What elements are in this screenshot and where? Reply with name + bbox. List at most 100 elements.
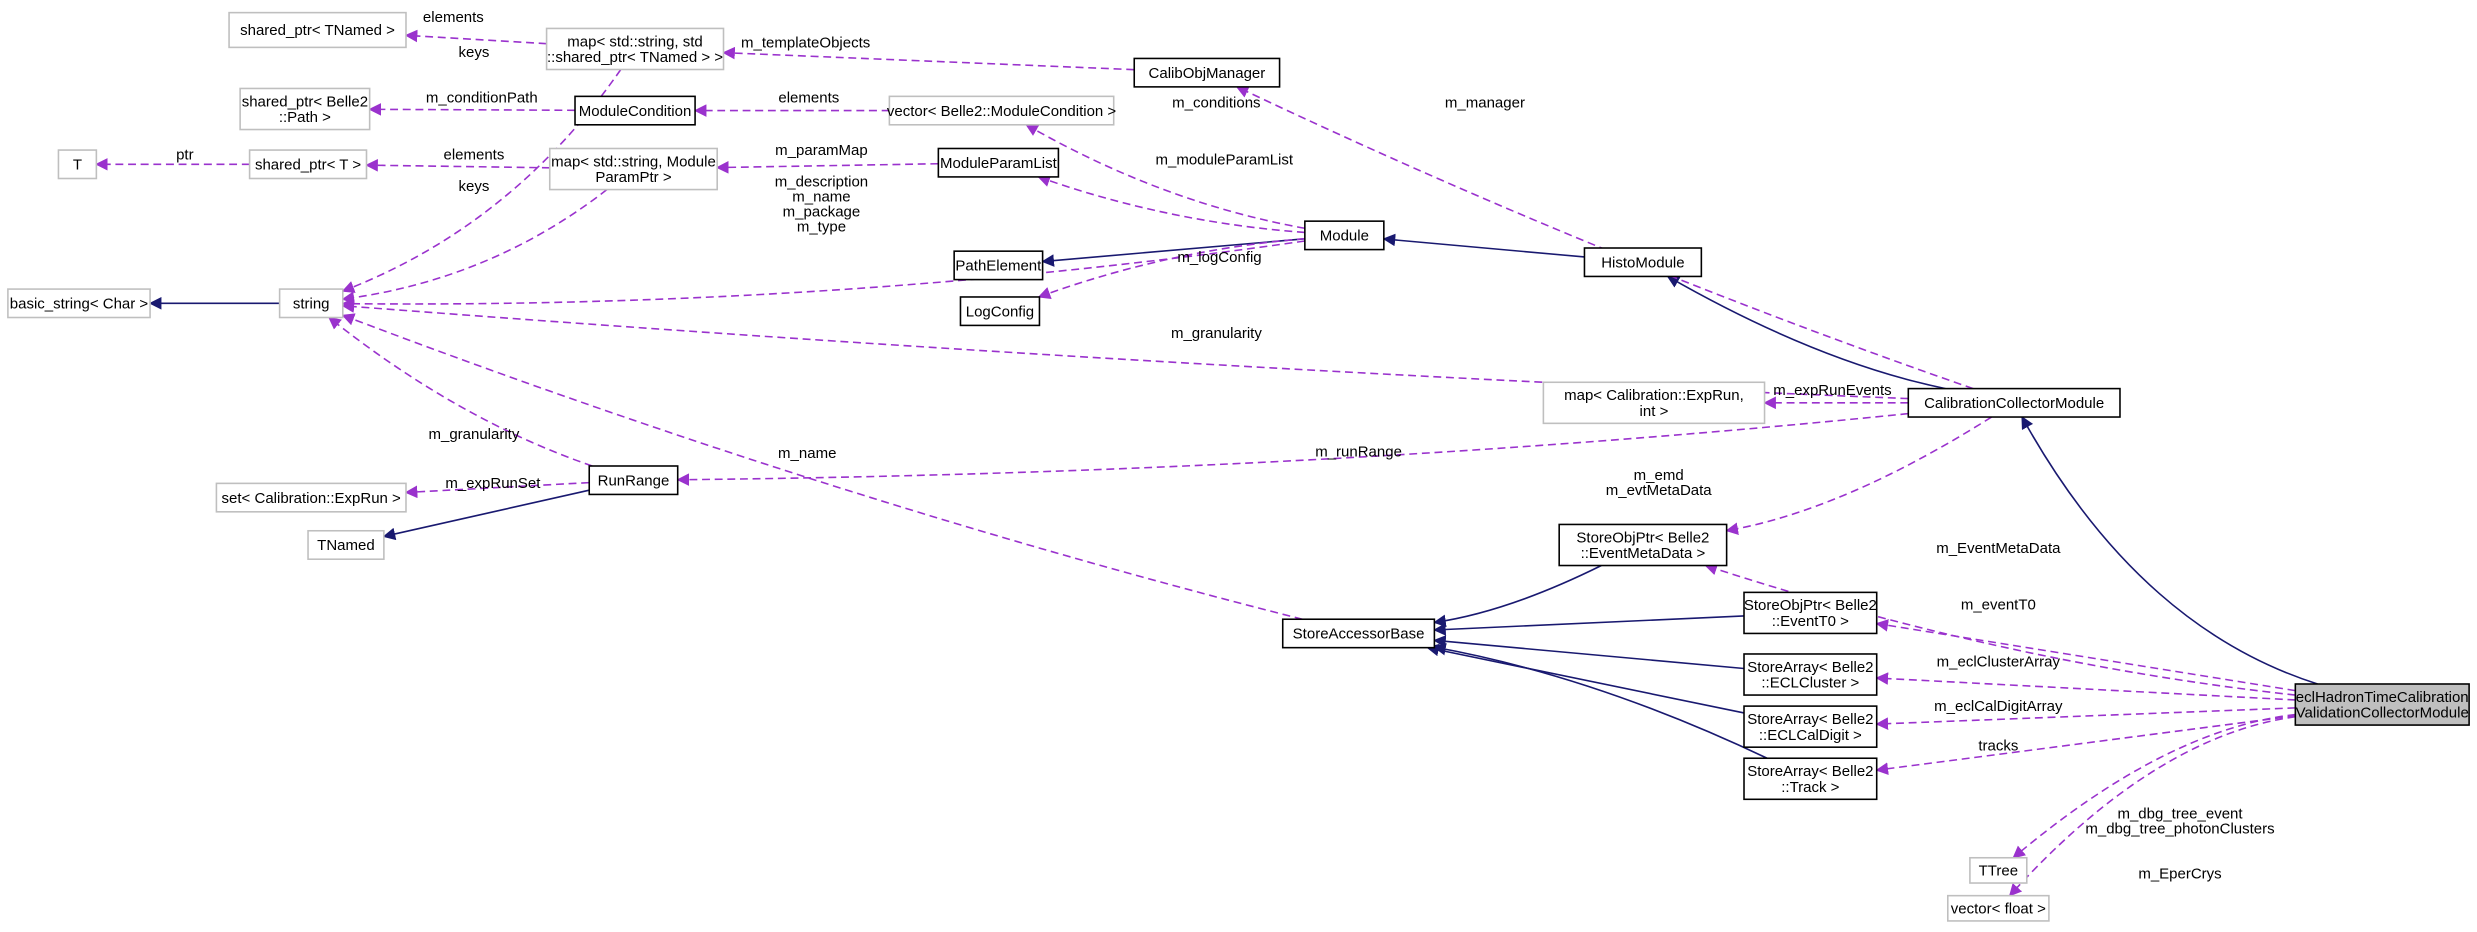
edge-label: m_eclClusterArray [1937, 654, 2061, 671]
edge-label: m_evtMetaData [1606, 482, 1713, 499]
class-node-map_exprun[interactable]: map< Calibration::ExpRun,int > [1542, 381, 1766, 425]
class-node-vec_float[interactable]: vector< float > [1947, 894, 2050, 922]
usage-edge-module-to-modparamlist [1037, 174, 1305, 234]
class-node-tnamed[interactable]: TNamed [307, 529, 385, 560]
usage-edge-main-to-sop_emd [1704, 563, 2296, 696]
nodes-layer: shared_ptr< TNamed >map< std::string, st… [7, 11, 2470, 922]
node-box [1743, 591, 1878, 635]
node-label: basic_string< Char > [10, 296, 149, 313]
node-label: ::EventMetaData > [1581, 545, 1706, 562]
usage-edge-main-to-sa_track [1875, 715, 2296, 775]
edge-label: m_logConfig [1177, 249, 1261, 266]
edge-label: keys [458, 178, 489, 195]
node-label: StoreObjPtr< Belle2 [1744, 597, 1877, 614]
node-label: map< std::string, std [567, 33, 702, 50]
edge-label: elements [423, 9, 484, 26]
inheritance-edge-ccm-to-histomodule [1666, 275, 1946, 390]
node-box [228, 11, 407, 49]
edge-label: m_dbg_tree_event [2117, 805, 2243, 822]
edge-label: m_package [783, 203, 861, 220]
node-box [588, 465, 679, 496]
class-node-sa_eclcluster[interactable]: StoreArray< Belle2::ECLCluster > [1743, 653, 1878, 696]
node-label: ::shared_ptr< TNamed > > [547, 49, 723, 66]
class-node-sp_tnamed[interactable]: shared_ptr< TNamed > [228, 11, 407, 49]
node-box [1542, 381, 1766, 425]
usage-edge-calibobjmgr-to-map_tnamed [722, 46, 1135, 71]
inheritance-edge-sa_eclcaldigit-to-sab [1426, 643, 1745, 714]
node-box [307, 529, 385, 560]
usage-edge-module-to-string [341, 240, 1305, 311]
usage-edge-runrange-to-string [328, 316, 593, 467]
node-label: CalibObjManager [1149, 65, 1266, 82]
node-label: HistoModule [1601, 254, 1684, 271]
class-node-sp_path[interactable]: shared_ptr< Belle2::Path > [239, 87, 371, 131]
edge-label: m_dbg_tree_photonClusters [2085, 820, 2274, 837]
inheritance-edge-sa_eclcluster-to-sab [1433, 635, 1745, 670]
edge-label: m_conditionPath [426, 90, 538, 107]
class-node-string[interactable]: string [278, 288, 344, 319]
node-box [2294, 683, 2470, 726]
inheritance-edge-sop_t0-to-sab [1433, 615, 1745, 636]
node-label: vector< Belle2::ModuleCondition > [887, 103, 1117, 120]
class-node-logconfig[interactable]: LogConfig [959, 296, 1041, 327]
edge-label: m_templateObjects [741, 34, 870, 51]
node-label: ::Path > [279, 109, 331, 126]
class-node-T[interactable]: T [57, 149, 98, 180]
node-label: ModuleCondition [579, 103, 692, 120]
class-node-ccm[interactable]: CalibrationCollectorModule [1907, 387, 2121, 418]
node-box [1743, 653, 1878, 696]
class-node-sop_t0[interactable]: StoreObjPtr< Belle2::EventT0 > [1743, 591, 1878, 635]
edge-label: m_granularity [1171, 325, 1262, 342]
class-node-vec_modcond[interactable]: vector< Belle2::ModuleCondition > [887, 95, 1117, 126]
class-node-modcond[interactable]: ModuleCondition [574, 95, 696, 126]
class-node-sp_T[interactable]: shared_ptr< T > [248, 149, 368, 180]
class-node-set_exprun[interactable]: set< Calibration::ExpRun > [215, 482, 407, 513]
usage-edge-module-to-vec_modcond [1025, 124, 1305, 230]
edge-label: m_type [797, 218, 846, 235]
class-node-sab[interactable]: StoreAccessorBase [1281, 618, 1436, 649]
usage-edge-sab-to-string [341, 313, 1303, 620]
node-box [1133, 57, 1281, 88]
usage-edge-modparamlist-to-map_param [715, 161, 939, 174]
edge-label: m_runRange [1315, 444, 1402, 461]
node-label: StoreArray< Belle2 [1747, 763, 1873, 780]
class-node-runrange[interactable]: RunRange [588, 465, 679, 496]
class-node-module[interactable]: Module [1304, 220, 1385, 251]
class-node-pathelement[interactable]: PathElement [953, 250, 1044, 281]
node-label: ParamPtr > [595, 169, 672, 186]
class-node-sa_track[interactable]: StoreArray< Belle2::Track > [1743, 757, 1878, 801]
edge-label: m_name [778, 445, 836, 462]
class-node-ttree[interactable]: TTree [1969, 856, 2028, 884]
class-node-sop_emd[interactable]: StoreObjPtr< Belle2::EventMetaData > [1558, 523, 1728, 567]
class-node-modparamlist[interactable]: ModuleParamList [937, 147, 1060, 178]
class-node-histomodule[interactable]: HistoModule [1583, 247, 1703, 278]
edge-labels-layer: elements keys m_templateObjects m_condition… [176, 9, 2275, 882]
node-label: eclHadronTimeCalibration [2296, 689, 2469, 706]
node-label: RunRange [598, 472, 670, 489]
class-node-main[interactable]: eclHadronTimeCalibrationValidationCollec… [2294, 683, 2470, 726]
node-box [1558, 523, 1728, 567]
inheritance-edge-sop_emd-to-sab [1433, 564, 1602, 628]
node-box [248, 149, 368, 180]
node-label: int > [1640, 403, 1669, 420]
node-label: StoreObjPtr< Belle2 [1576, 529, 1709, 546]
edge-label: m_paramMap [775, 142, 868, 159]
node-box [1743, 705, 1878, 748]
usage-edge-map_param-to-sp_T [365, 158, 550, 172]
edge-label: m_moduleParamList [1156, 151, 1294, 168]
node-label: StoreArray< Belle2 [1747, 659, 1873, 676]
node-label: T [73, 156, 82, 173]
node-label: map< std::string, Module [551, 153, 716, 170]
class-node-map_tnamed[interactable]: map< std::string, std::shared_ptr< TName… [545, 27, 725, 71]
usage-edge-map_tnamed-to-sp_tnamed [404, 29, 547, 45]
usage-edge-ccm-to-sop_emd [1725, 416, 1992, 535]
class-node-basic_string[interactable]: basic_string< Char > [7, 288, 151, 319]
edge-label: tracks [1978, 737, 2018, 754]
class-node-sa_eclcaldigit[interactable]: StoreArray< Belle2::ECLCalDigit > [1743, 705, 1878, 748]
node-label: string [293, 296, 330, 313]
node-label: CalibrationCollectorModule [1924, 395, 2104, 412]
node-label: ::EventT0 > [1772, 613, 1849, 630]
usage-edge-main-to-sa_eclcaldigit [1875, 707, 2296, 730]
class-node-calibobjmgr[interactable]: CalibObjManager [1133, 57, 1281, 88]
